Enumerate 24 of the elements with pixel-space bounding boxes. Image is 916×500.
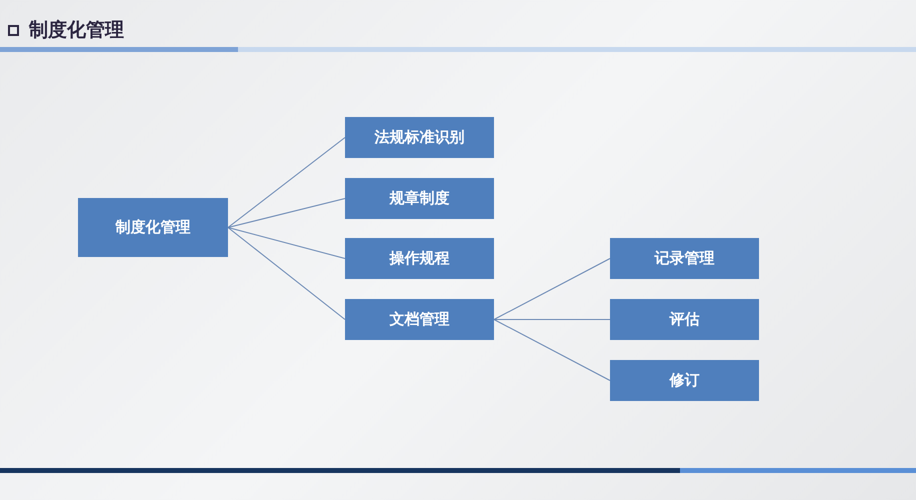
connector-line bbox=[494, 319, 610, 381]
process-box bbox=[78, 198, 228, 257]
process-box bbox=[345, 178, 494, 219]
box-label: 文档管理 bbox=[390, 310, 450, 329]
box-label: 操作规程 bbox=[390, 249, 450, 268]
page-title: 制度化管理 bbox=[29, 18, 124, 43]
box-label: 记录管理 bbox=[654, 249, 714, 268]
connector-line bbox=[228, 227, 346, 259]
connector-line bbox=[228, 227, 346, 320]
connector-line bbox=[228, 137, 346, 228]
box-label: 修订 bbox=[670, 371, 700, 390]
connector-line bbox=[228, 198, 346, 228]
process-box bbox=[345, 299, 494, 340]
connector-line bbox=[494, 258, 610, 320]
process-box bbox=[610, 238, 759, 279]
box-label: 评估 bbox=[670, 310, 700, 329]
process-box bbox=[345, 117, 494, 158]
process-box bbox=[610, 299, 759, 340]
box-label: 制度化管理 bbox=[116, 218, 190, 237]
box-label: 法规标准识别 bbox=[374, 128, 464, 147]
box-label: 规章制度 bbox=[390, 189, 450, 208]
process-box bbox=[610, 360, 759, 401]
process-box bbox=[345, 238, 494, 279]
connector-line bbox=[494, 319, 610, 320]
